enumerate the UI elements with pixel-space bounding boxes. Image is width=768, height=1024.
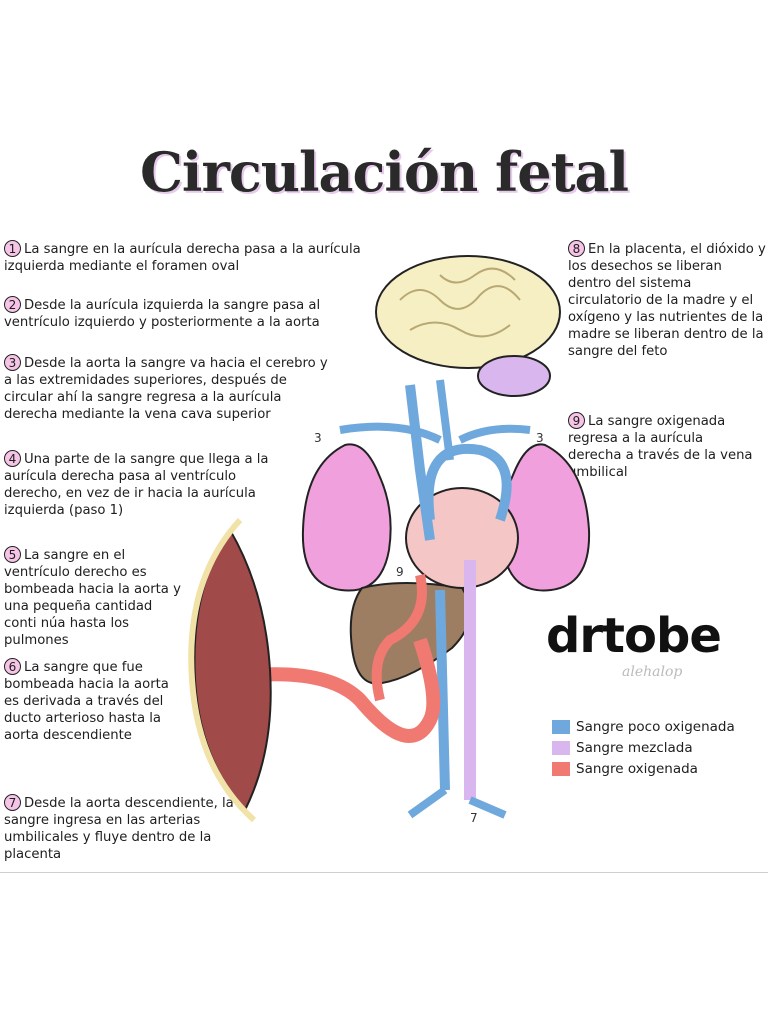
left-lung [301,443,392,592]
legend-item-poco-oxigenada: Sangre poco oxigenada [552,716,735,737]
brain-illustration [375,255,561,369]
umbilical-cord [254,637,441,743]
umbilical-vein [371,573,427,702]
legend-label: Sangre oxigenada [576,760,698,777]
legend-label: Sangre poco oxigenada [576,718,735,735]
step-number: 1 [4,240,21,257]
step-number: 9 [568,412,585,429]
step-text: Desde la aorta descendiente, la sangre i… [4,796,234,862]
signature: alehalop [622,664,683,680]
carotid-left [436,379,454,461]
subclavian-left [339,422,442,444]
legend: Sangre poco oxigenada Sangre mezclada Sa… [552,716,735,779]
step-number: 4 [4,450,21,467]
liver [349,582,471,685]
cerebellum-illustration [477,355,551,397]
brand-logo: drtobe [546,608,722,664]
step-text: La sangre oxigenada regresa a la aurícul… [568,414,753,480]
right-lung [500,443,591,592]
step-text: La sangre en el ventrículo derecho es bo… [4,548,181,648]
subclavian-right [458,424,531,444]
bottom-divider [0,872,768,873]
arrow-label-left: 3 [314,431,322,445]
legend-label: Sangre mezclada [576,739,693,756]
iliac-vessels [407,786,507,819]
legend-swatch [552,719,570,734]
step-text: Una parte de la sangre que llega a la au… [4,452,269,518]
placenta-wall [188,517,256,823]
bottom-label: 7 [470,811,478,825]
legend-swatch [552,761,570,776]
page-title: Circulación fetal [139,140,629,204]
step-text: Desde la aorta la sangre va hacia el cer… [4,356,328,422]
step-number: 2 [4,296,21,313]
step-text: Desde la aurícula izquierda la sangre pa… [4,298,321,330]
brain-folds [399,267,521,338]
legend-item-mezclada: Sangre mezclada [552,737,735,758]
step-text: La sangre en la aurícula derecha pasa a … [4,242,361,274]
legend-swatch [552,740,570,755]
step-number: 8 [568,240,585,257]
legend-item-oxigenada: Sangre oxigenada [552,758,735,779]
step-number: 5 [4,546,21,563]
aortic-arch [423,443,512,522]
step-text: En la placenta, el dióxido y los desecho… [568,242,766,359]
step-number: 6 [4,658,21,675]
step-text: La sangre que fue bombeada hacia la aort… [4,660,169,743]
duct-label: 9 [396,565,404,579]
step-number: 3 [4,354,21,371]
step-number: 7 [4,794,21,811]
inferior-vena-cava [435,589,450,791]
arrow-label-right: 3 [536,431,544,445]
